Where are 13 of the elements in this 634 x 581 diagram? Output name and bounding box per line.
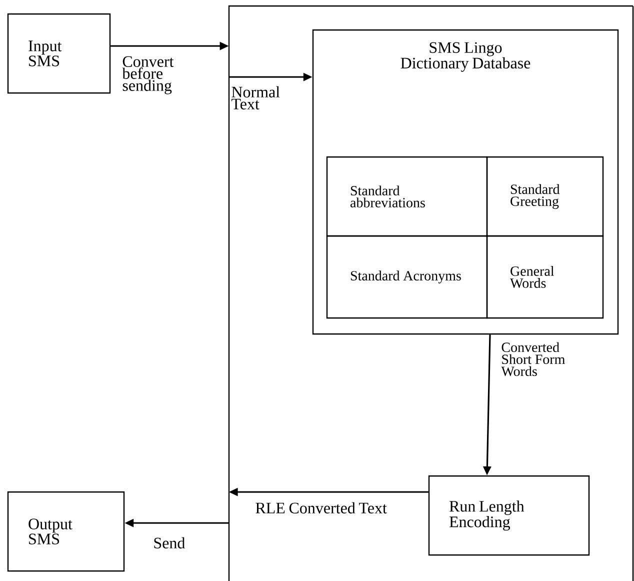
- table-cell: Standard Acronyms: [326, 235, 488, 319]
- process-box: Run Length Encoding: [428, 475, 590, 556]
- edge-label: Send: [154, 537, 186, 548]
- edge-label: Convert before sending: [122, 56, 174, 94]
- system-frame: [228, 5, 634, 581]
- edge-label: RLE Converted Text: [256, 502, 387, 514]
- table-cell: General Words: [486, 235, 604, 319]
- edge-label: Converted Short Form Words: [501, 342, 565, 376]
- process-box: Input SMS: [7, 13, 111, 94]
- process-box: Output SMS: [7, 491, 125, 572]
- table-cell: Standard Greeting: [486, 156, 604, 237]
- table-cell: Standard abbreviations: [326, 156, 488, 237]
- edge-label: Normal Text: [231, 86, 280, 110]
